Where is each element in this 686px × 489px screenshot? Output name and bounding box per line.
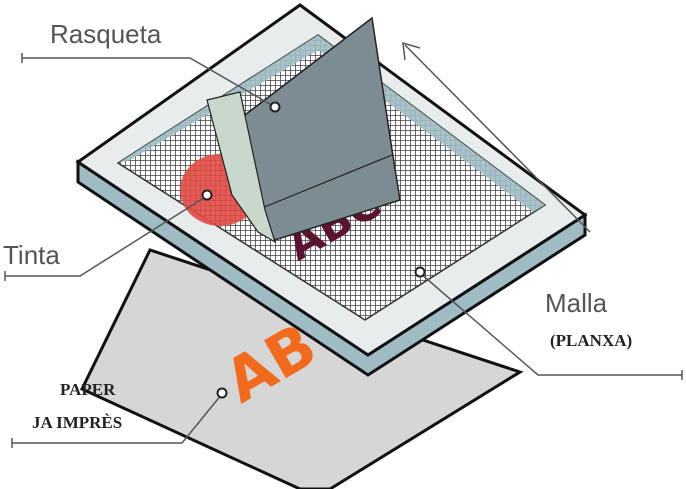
- ink-marker: [201, 189, 213, 201]
- paper-label-line2: JA IMPRÈS: [32, 413, 122, 432]
- mesh-sublabel: (PLANXA): [550, 331, 632, 350]
- squeegee-blade: [206, 91, 277, 244]
- paper-sheet: [79, 248, 524, 489]
- ink-label: Tinta: [3, 240, 60, 270]
- squeegee-callout-line: [22, 57, 276, 108]
- ink-callout-line: [5, 195, 208, 277]
- direction-arrow: [404, 44, 591, 233]
- mesh-callout-line: [419, 272, 682, 376]
- paper-label-line1: PAPER: [60, 380, 116, 399]
- squeegee-marker: [269, 101, 281, 113]
- mesh-label: Malla: [545, 288, 608, 318]
- squeegee-label: Rasqueta: [50, 19, 162, 49]
- paper-callout-line: [12, 393, 223, 444]
- paper-marker: [216, 387, 228, 399]
- mesh-marker: [414, 266, 426, 278]
